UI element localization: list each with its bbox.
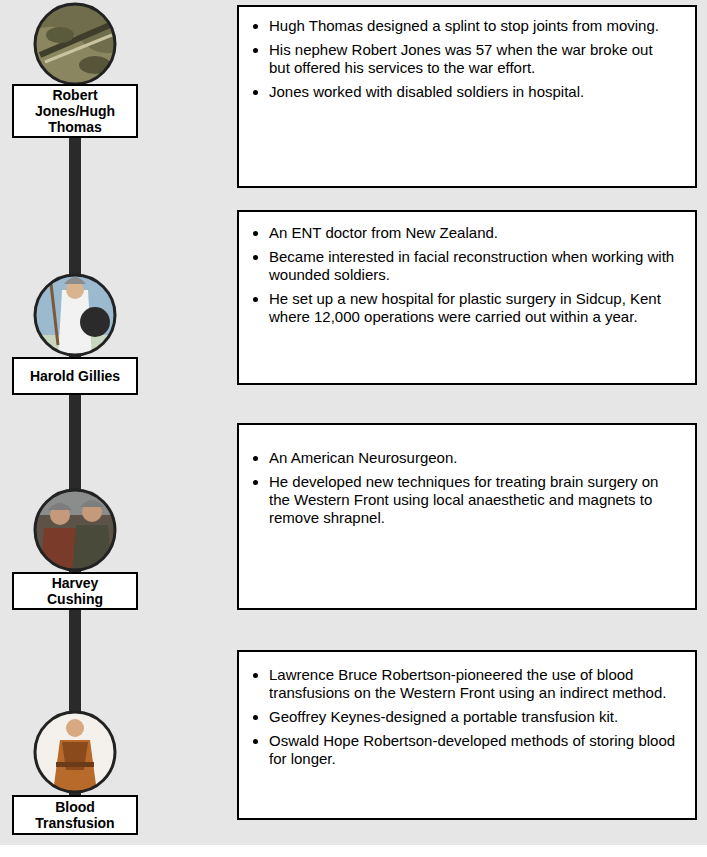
bullet-point: An ENT doctor from New Zealand. [269, 224, 677, 242]
person-name: Harold Gillies [30, 368, 120, 384]
name-box: Harold Gillies [12, 357, 138, 395]
soldiers-picture [30, 485, 120, 575]
warrior-picture [30, 270, 120, 360]
bullet-point: An American Neurosurgeon. [269, 449, 677, 467]
person-name: Blood Transfusion [22, 799, 128, 831]
name-box: Robert Jones/Hugh Thomas [12, 84, 138, 138]
info-box: Hugh Thomas designed a splint to stop jo… [237, 5, 697, 188]
info-box: An American Neurosurgeon. He developed ne… [237, 423, 697, 610]
portrait-ring [35, 4, 115, 84]
bullet-point: Jones worked with disabled soldiers in h… [269, 83, 677, 101]
bullet-point: Oswald Hope Robertson-developed methods … [269, 732, 677, 768]
info-box: Lawrence Bruce Robertson-pioneered the u… [237, 650, 697, 820]
info-box: An ENT doctor from New Zealand. Became in… [237, 210, 697, 385]
bullet-point: Hugh Thomas designed a splint to stop jo… [269, 17, 677, 35]
portrait-ring [35, 275, 115, 355]
bullet-list: An American Neurosurgeon. He developed ne… [239, 449, 677, 527]
bullet-point: His nephew Robert Jones was 57 when the … [269, 41, 677, 77]
person-name: Robert Jones/Hugh Thomas [22, 87, 128, 135]
monk-picture [30, 708, 120, 800]
bullet-point: Geoffrey Keynes-designed a portable tran… [269, 708, 677, 726]
person-name: Harvey Cushing [22, 575, 128, 607]
bullet-point: Became interested in facial reconstructi… [269, 248, 677, 284]
splint-picture [30, 0, 120, 90]
name-box: Harvey Cushing [12, 572, 138, 610]
name-box: Blood Transfusion [12, 795, 138, 835]
portrait-ring [35, 490, 115, 570]
bullet-point: Lawrence Bruce Robertson-pioneered the u… [269, 666, 677, 702]
bullet-point: He set up a new hospital for plastic sur… [269, 290, 677, 326]
bullet-list: Hugh Thomas designed a splint to stop jo… [239, 17, 677, 101]
bullet-point: He developed new techniques for treating… [269, 473, 677, 527]
bullet-list: Lawrence Bruce Robertson-pioneered the u… [239, 666, 677, 768]
bullet-list: An ENT doctor from New Zealand. Became in… [239, 224, 677, 326]
portrait-ring [35, 712, 115, 792]
